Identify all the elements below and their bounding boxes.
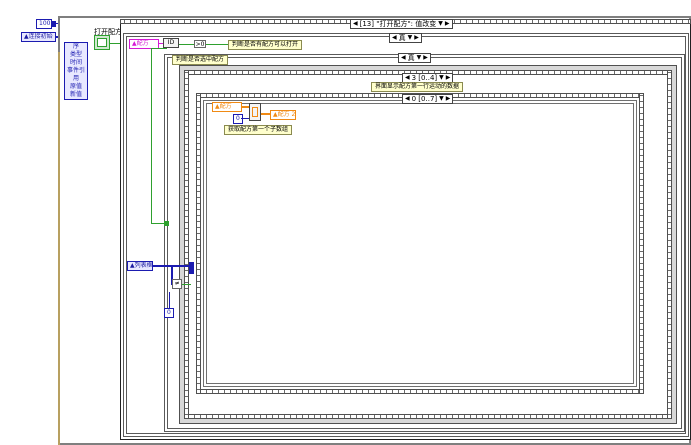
comment-show-first-row: 界面显示配方第一行运动的数据 xyxy=(371,82,464,92)
comment-check-selected: 判断是否选中配方 xyxy=(172,55,229,65)
right-arrow-icon[interactable]: ▶ xyxy=(414,34,419,41)
left-arrow-icon[interactable]: ◀ xyxy=(353,20,358,27)
array-size-node[interactable]: ID xyxy=(163,38,179,48)
index-array-node[interactable] xyxy=(249,103,261,121)
local-var-icon: ▲ xyxy=(130,262,135,269)
list-box-local[interactable]: ▲列表框 xyxy=(127,261,153,271)
wire-list xyxy=(153,265,171,267)
event-selector[interactable]: ◀ [13] "打开配方": 值改变 ▼ ▶ xyxy=(350,19,453,29)
wire-recipe-inner xyxy=(242,106,250,108)
dropdown-icon[interactable]: ▼ xyxy=(439,74,444,81)
greater-than-node[interactable]: >0 xyxy=(194,40,206,48)
local-var-icon: ▲ xyxy=(24,33,29,40)
list-box-terminal xyxy=(189,262,194,274)
local-var-icon: ▲ xyxy=(215,103,220,110)
right-arrow-icon[interactable]: ▶ xyxy=(445,74,451,81)
left-arrow-icon[interactable]: ◀ xyxy=(405,95,410,102)
wire-check xyxy=(206,44,228,45)
index-array-icon xyxy=(252,107,258,117)
event-field: 类型 xyxy=(69,51,82,58)
sequence-right-strip-inner xyxy=(639,93,644,394)
dropdown-icon[interactable]: ▼ xyxy=(407,34,413,41)
sequence-inner-panel-2 xyxy=(206,103,634,384)
sequence-left-strip-inner xyxy=(196,93,201,394)
constant-terminal xyxy=(52,21,56,27)
connection-init-local[interactable]: ▲连接初始 xyxy=(21,32,56,42)
left-error-wire xyxy=(58,52,60,445)
case-selector-true-1[interactable]: ◀ 真 ▼ ▶ xyxy=(389,33,422,43)
event-field: 事件引用 xyxy=(67,67,86,82)
event-field: 序 xyxy=(72,43,79,50)
recipe2-local[interactable]: ▲配方 2 xyxy=(270,110,296,120)
dropdown-icon[interactable]: ▼ xyxy=(439,95,444,102)
wire-compare-const xyxy=(169,292,170,308)
wire-subarray xyxy=(261,113,270,115)
sequence-bottom-strip-outer xyxy=(184,414,672,419)
left-arrow-icon[interactable]: ◀ xyxy=(401,54,406,61)
left-arrow-icon[interactable]: ◀ xyxy=(405,74,410,81)
not-equal-node[interactable]: ≠ xyxy=(172,279,182,289)
event-field: 原值 xyxy=(69,83,82,90)
wire-comparison-out xyxy=(181,284,191,285)
right-arrow-icon[interactable]: ▶ xyxy=(423,54,428,61)
wire-bool-vertical xyxy=(151,48,152,224)
wire-compare xyxy=(179,44,194,45)
wire-list-v xyxy=(171,265,173,285)
wire-bool-bottom xyxy=(151,223,165,224)
right-arrow-icon[interactable]: ▶ xyxy=(444,20,450,27)
right-arrow-icon[interactable]: ▶ xyxy=(445,95,451,102)
comment-get-first-subarray: 获取配方第一个子数组 xyxy=(224,125,293,135)
event-field: 新值 xyxy=(69,91,82,98)
sequence-left-strip-outer xyxy=(184,70,189,419)
left-arrow-icon[interactable]: ◀ xyxy=(392,34,397,41)
wire-recipe xyxy=(159,43,164,44)
index-constant[interactable]: 0 xyxy=(233,114,243,124)
comparison-constant[interactable]: 0 xyxy=(164,308,174,318)
event-field: 时间 xyxy=(69,59,82,66)
case-boolean-terminal xyxy=(164,221,169,226)
local-var-icon: ▲ xyxy=(273,111,278,118)
recipe-local[interactable]: ▲配方 xyxy=(129,39,159,49)
sequence-selector-inner[interactable]: ◀ 0 [0..7] ▼ ▶ xyxy=(402,94,454,104)
button-icon xyxy=(97,38,107,47)
comment-check-open: 判断是否有配方可以打开 xyxy=(228,40,303,50)
numeric-constant-100[interactable]: 100 xyxy=(36,19,52,29)
recipe-local-inner[interactable]: ▲配方 xyxy=(212,102,242,112)
wire-index xyxy=(241,118,250,119)
event-data-node[interactable]: 序 类型 时间 事件引用 原值 新值 xyxy=(64,42,88,100)
sequence-bottom-strip-inner xyxy=(196,389,644,394)
wire-bool-top xyxy=(151,48,167,49)
wire-list-right xyxy=(171,265,191,267)
wire-open-recipe xyxy=(110,43,122,44)
open-recipe-button-node[interactable] xyxy=(94,35,110,50)
local-var-icon: ▲ xyxy=(132,40,137,47)
dropdown-icon[interactable]: ▼ xyxy=(416,54,422,61)
sequence-right-strip-outer xyxy=(667,70,672,419)
open-recipe-label: 打开配方 xyxy=(94,28,122,36)
case-selector-true-2[interactable]: ◀ 真 ▼ ▶ xyxy=(398,53,431,63)
dropdown-icon[interactable]: ▼ xyxy=(438,20,443,27)
